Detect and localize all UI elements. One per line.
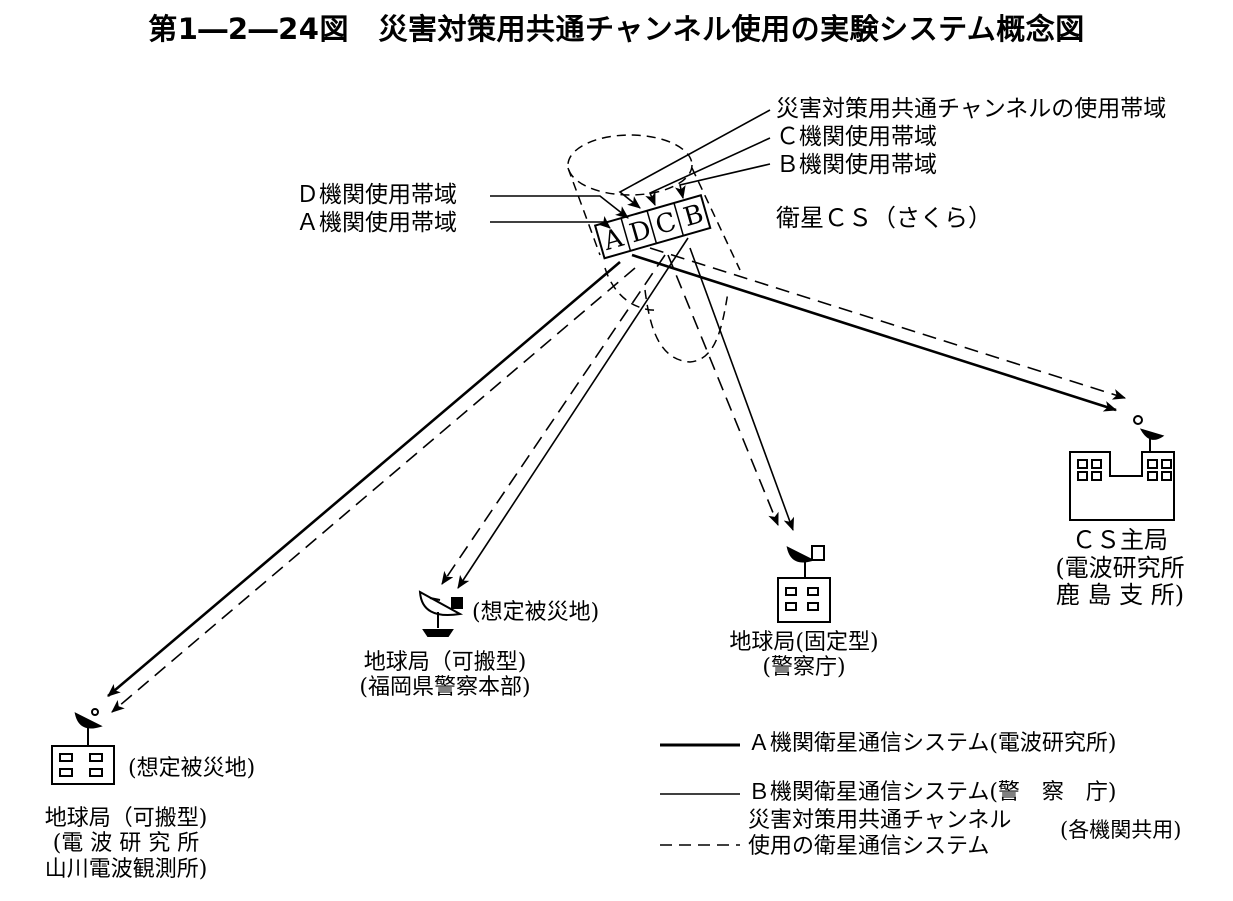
link-common-yamakawa [111, 267, 636, 713]
fukuoka-tag: (想定被災地) [472, 600, 600, 625]
yamakawa-tag: (想定被災地) [128, 756, 256, 781]
legend-common-suffix: (各機関共用) [1060, 818, 1182, 842]
label-c-band: Ｃ機関使用帯域 [776, 124, 937, 150]
yamakawa-station-icon [51, 708, 115, 785]
link-common-fixed [667, 254, 779, 527]
satellite-name: 衛星ＣＳ（さくら） [776, 204, 992, 232]
yamakawa-label: 地球局（可搬型) (電 波 研 究 所 山川電波観測所) [44, 806, 208, 882]
legend-common-label-1: 災害対策用共通チャンネル [748, 808, 1012, 833]
band-pointers [490, 109, 771, 229]
kashima-label: ＣＳ主局 (電波研究所 鹿 島 支 所) [1055, 526, 1185, 610]
fixed-station-label: 地球局(固定型) (警察庁) [729, 630, 879, 681]
fukuoka-label: 地球局（可搬型) (福岡県警察本部) [359, 650, 531, 701]
legend-a-label: Ａ機関衛星通信システム(電波研究所) [748, 731, 1117, 756]
link-common-fukuoka [441, 254, 666, 585]
link-a-kashima [631, 253, 1118, 412]
label-common-band: 災害対策用共通チャンネルの使用帯域 [776, 96, 1167, 122]
label-d-band: Ｄ機関使用帯域 [296, 182, 457, 208]
link-common-kashima [649, 247, 1127, 400]
fixed-station-icon [777, 545, 831, 623]
page-title: 第1―2―24図 災害対策用共通チャンネル使用の実験システム概念図 [148, 12, 1085, 46]
legend-lines [660, 743, 740, 846]
legend-b-label: Ｂ機関衛星通信システム(警 察 庁) [748, 780, 1117, 805]
legend-common-label-2: 使用の衛星通信システム [748, 834, 990, 859]
link-lines [107, 237, 1127, 713]
label-b-band: Ｂ機関使用帯域 [776, 152, 937, 178]
link-b-fixed [689, 247, 795, 532]
kashima-building-icon [1069, 415, 1175, 521]
link-a-yamakawa [107, 261, 621, 697]
satellite-band-box [593, 194, 712, 260]
link-b-fukuoka [457, 237, 689, 589]
label-a-band: Ａ機関使用帯域 [296, 210, 457, 236]
satellite-beam-cone [567, 134, 741, 363]
fukuoka-station-icon [418, 590, 464, 637]
